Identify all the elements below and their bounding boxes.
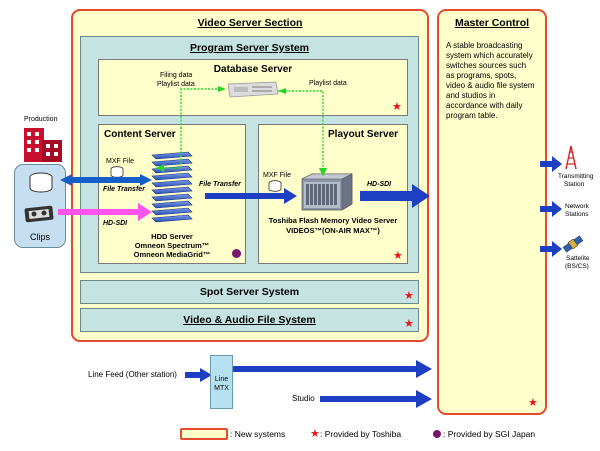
satellite-label-line1: Sattelite [566,255,590,262]
video-server-section-title: Video Server Section [197,17,303,29]
master-control-desc-0: A stable broadcasting [446,41,523,50]
content-hd-sdi-label: HD-SDI [103,220,128,227]
line-feed-label: Line Feed (Other station) [88,370,177,379]
studio-to-master-arrow [320,390,432,408]
playout-server-name-line1: Toshiba Flash Memory Video Server [268,216,398,225]
playout-server-title: Playout Server [328,129,399,140]
master-control-desc-5: and studios in [446,91,496,100]
production-label: Production [24,116,58,123]
hdd-server-label-line1: HDD Server [151,232,193,241]
production-building-icon [24,128,62,162]
filing-data-label: Filing data [160,72,193,79]
file-transfer-right-label: File Transfer [199,181,241,188]
satellite-icon [562,235,584,253]
toshiba-star: ★ [404,318,414,330]
toshiba-star: ★ [392,101,402,113]
mtx-to-master-arrow [233,360,432,378]
playout-mxf-file-label: MXF File [263,172,291,179]
playout-to-master-arrow [360,184,430,208]
transmitting-tower-icon [565,145,577,170]
hdd-server-stack-icon [151,151,193,223]
legend-sgi-dot [433,430,441,438]
toshiba-star: ★ [393,250,403,262]
content-mxf-file-label: MXF File [106,158,134,165]
video-audio-file-system-title: Video & Audio File System [183,314,316,326]
master-control [437,9,547,415]
playlist-data-right-label: Playlist data [309,80,347,87]
hdd-server-label-line3: Omneon MediaGrid™ [133,250,211,259]
video-audio-file-system [80,308,419,332]
line-mtx-label-line1: Line [214,376,229,383]
legend-toshiba-star: ★ [310,428,320,440]
file-transfer-left-label: File Transfer [103,186,145,193]
content-server-title: Content Server [104,129,176,140]
legend-toshiba-label: : Provided by Toshiba [320,429,402,439]
network-label-line1: Network [565,203,589,210]
hd-sdi-input-arrow [58,203,152,221]
legend-sgi-label: : Provided by SGI Japan [443,429,536,439]
transmitting-label-line1: Transmitting [558,173,594,180]
spot-server-system-title: Spot Server System [199,286,300,298]
master-control-desc-6: accordance with daily [446,101,523,110]
studio-label: Studio [292,394,315,403]
master-control-desc-3: as programs, spots, [446,71,517,80]
master-control-title: Master Control [454,17,530,29]
master-control-desc-7: program table. [446,111,498,120]
output-arrows [540,156,562,257]
spot-server-system [80,280,419,304]
clips-label: Clips [29,232,50,242]
playlist-data-left-label: Playlist data [157,81,195,88]
program-server-system-title: Program Server System [189,42,310,54]
legend-new-systems-label: : New systems [230,429,286,439]
database-server-device-icon [227,81,279,98]
clips-tape-icon [24,205,54,223]
green-data-lines [155,88,328,177]
line-mtx-label-line2: MTX [214,385,229,392]
master-control-desc-1: system which accurately [446,51,533,60]
playout-mxf-file-icon [268,180,282,192]
content-mxf-file-icon [110,166,124,178]
master-control-desc-2: switches sources such [446,61,527,70]
network-label-line2: Stations [565,211,589,218]
file-transfer-to-playout-arrow [205,188,297,204]
toshiba-star: ★ [528,397,538,409]
playout-server-name-line2: VIDEOS™(ON-AIR MAX™) [286,226,380,235]
file-transfer-double-arrow [60,174,152,186]
database-server-title: Database Server [213,64,293,75]
line-mtx-box [210,355,233,409]
clips-disk-icon [29,172,53,193]
master-control-desc-4: video & audio file system [446,81,535,90]
hdd-server-label-line2: Omneon Spectrum™ [134,241,210,250]
toshiba-star: ★ [404,290,414,302]
legend-new-systems-swatch [180,428,228,440]
playout-hd-sdi-label: HD-SDI [367,181,392,188]
flash-video-server-icon [301,173,353,211]
transmitting-label-line2: Station [564,181,585,188]
line-feed-arrow [185,368,212,382]
satellite-label-line2: (BS/CS) [565,263,589,270]
sgi-dot [232,249,241,258]
